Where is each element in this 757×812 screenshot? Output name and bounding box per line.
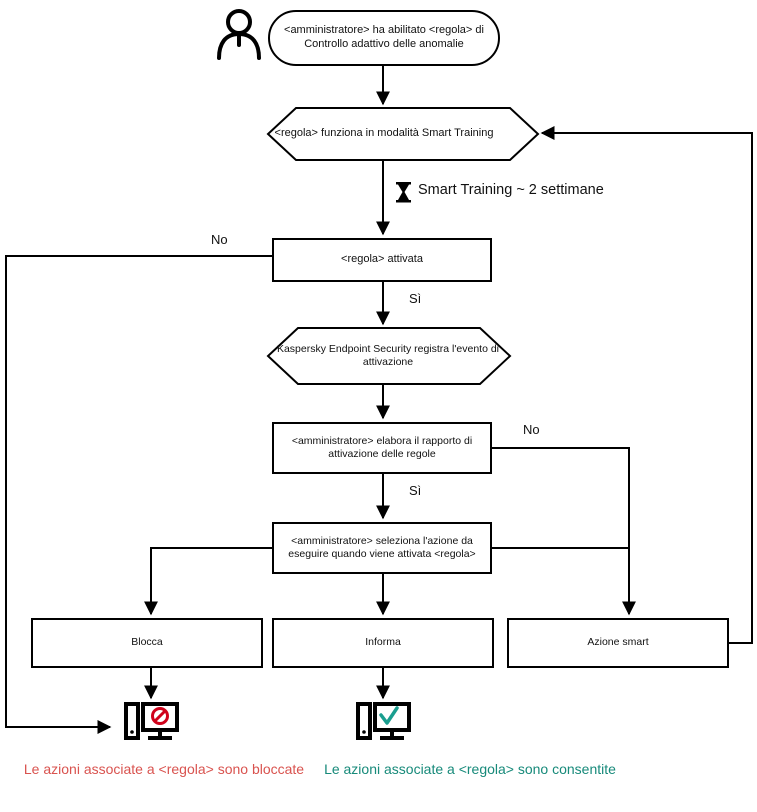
hexagon-kes-event xyxy=(266,327,512,385)
node-rule-in-smart-training-mode[interactable]: <regola> funziona in modalità Smart Trai… xyxy=(258,108,510,160)
computer-blocked-icon xyxy=(124,702,179,740)
node-rule-triggered-label: <regola> attivata xyxy=(341,253,423,266)
node-action-inform-label: Informa xyxy=(365,636,401,649)
hourglass-icon xyxy=(396,182,411,203)
node-action-block-label: Blocca xyxy=(131,636,163,649)
edge-smart-loop-back xyxy=(540,126,753,644)
node-kes-registers-event[interactable]: Kaspersky Endpoint Security registra l'e… xyxy=(262,328,514,384)
edge-label-training-duration: Smart Training ~ 2 settimane xyxy=(418,182,604,198)
node-rule-triggered[interactable]: <regola> attivata xyxy=(272,238,492,282)
node-admin-selects-action[interactable]: <amministratore> seleziona l'azione da e… xyxy=(272,522,492,574)
edge-select-to-block xyxy=(144,547,272,616)
node-smart-training-label: <regola> funziona in modalità Smart Trai… xyxy=(274,127,494,140)
edge-label-no-rule-triggered: No xyxy=(211,232,228,247)
edge-label-no-admin-report: No xyxy=(523,422,540,437)
node-kes-event-label: Kaspersky Endpoint Security registra l'e… xyxy=(276,342,500,368)
edge-label-si-admin-report: Sì xyxy=(409,483,422,498)
hexagon-smart-training xyxy=(266,107,540,161)
node-start-admin-enabled-rule[interactable]: <amministratore> ha abilitato <regola> d… xyxy=(268,10,500,66)
edge-label-si-rule-triggered: Sì xyxy=(409,291,422,306)
node-start-label: <amministratore> ha abilitato <regola> d… xyxy=(284,24,484,50)
node-action-smart-label: Azione smart xyxy=(587,636,649,649)
user-actor-icon xyxy=(217,9,261,60)
node-action-block[interactable]: Blocca xyxy=(31,618,263,668)
edge-report-no-to-smart xyxy=(492,447,636,616)
node-action-inform[interactable]: Informa xyxy=(272,618,494,668)
caption-actions-blocked: Le azioni associate a <regola> sono bloc… xyxy=(23,761,305,777)
node-action-smart[interactable]: Azione smart xyxy=(507,618,729,668)
node-admin-report-label: <amministratore> elabora il rapporto di … xyxy=(291,434,473,460)
computer-allowed-icon xyxy=(356,702,411,740)
node-admin-processes-report[interactable]: <amministratore> elabora il rapporto di … xyxy=(272,422,492,474)
caption-actions-allowed: Le azioni associate a <regola> sono cons… xyxy=(324,761,616,777)
edge-no-left-loop xyxy=(5,255,272,734)
node-admin-select-label: <amministratore> seleziona l'azione da e… xyxy=(288,534,476,560)
